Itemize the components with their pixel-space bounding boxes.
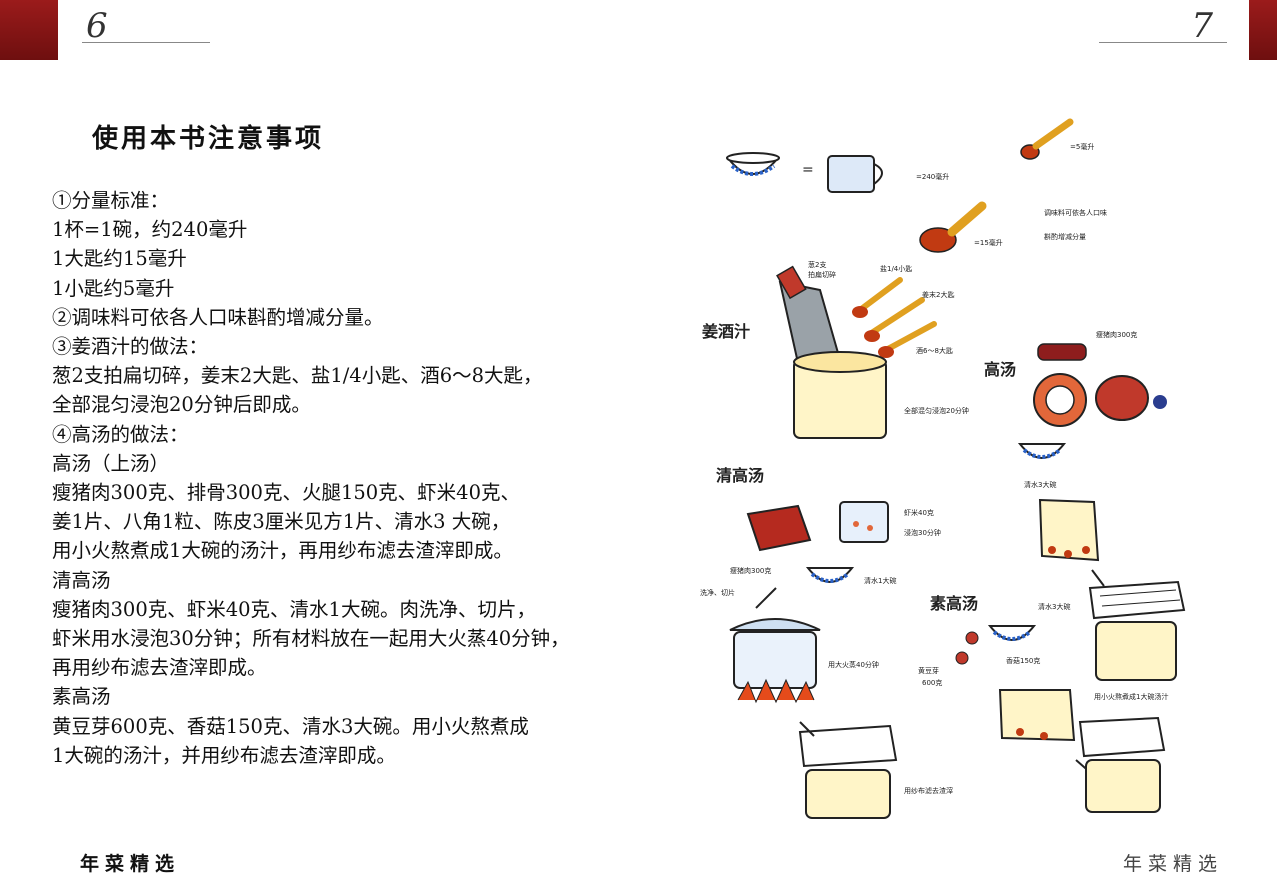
corner-tab bbox=[1249, 0, 1277, 60]
text-line: 清高汤 bbox=[52, 568, 111, 592]
tablespoon-measure-label: =15毫升 bbox=[974, 239, 1003, 247]
arrow-icon bbox=[799, 721, 815, 737]
text-line: ②调味料可依各人口味斟酌增减分量。 bbox=[52, 305, 384, 329]
clear-water-label: 清水1大碗 bbox=[864, 577, 897, 585]
text-line: ①分量标准： bbox=[52, 189, 170, 212]
shrimp-label: 虾米40克 bbox=[904, 509, 934, 517]
bowl-icon bbox=[987, 625, 1037, 641]
mushroom-label: 香菇150克 bbox=[1006, 657, 1041, 665]
footer-label: 年菜精选 bbox=[80, 853, 181, 875]
sprout-weight-label: 600克 bbox=[922, 679, 943, 687]
arrow-icon bbox=[755, 587, 777, 609]
slice-label: 洗净、切片 bbox=[700, 589, 735, 597]
cup-measure-label: =240毫升 bbox=[916, 173, 950, 181]
simmer-label: 用小火熬煮成1大碗汤汁 bbox=[1094, 693, 1169, 701]
section-title-stock: 高汤 bbox=[984, 360, 1017, 379]
ginger-label: 姜末2大匙 bbox=[922, 291, 955, 299]
scale-icon bbox=[1033, 343, 1087, 427]
strainer-pot-icon bbox=[1078, 716, 1166, 813]
steamer-icon bbox=[729, 618, 821, 704]
text-line: 1小匙约5毫升 bbox=[52, 276, 175, 300]
footer-label: 年菜精选 bbox=[1122, 853, 1223, 875]
text-line: 1杯=1碗，约240毫升 bbox=[52, 218, 248, 242]
text-line: 再用纱布滤去渣滓即成。 bbox=[52, 656, 267, 680]
salt-label: 盐1/4小匙 bbox=[880, 265, 913, 273]
seasoning-note: 斟酌增减分量 bbox=[1044, 233, 1086, 241]
pork-label: 瘦猪肉300克 bbox=[1096, 331, 1138, 339]
clear-pork-label: 瘦猪肉300克 bbox=[730, 567, 772, 575]
filter-label: 用纱布滤去渣滓 bbox=[904, 787, 953, 795]
veg-water-label: 清水3大碗 bbox=[1038, 603, 1071, 611]
text-line: 素高汤 bbox=[52, 685, 111, 709]
chop-label: 拍扁切碎 bbox=[808, 271, 836, 279]
sprout-label: 黄豆芽 bbox=[918, 667, 939, 675]
illustration-drawing: = bbox=[725, 118, 1186, 819]
text-line: 1大碗的汤汁，并用纱布滤去渣滓即成。 bbox=[52, 743, 396, 767]
text-line: 黄豆芽600克、香菇150克、清水3大碗。用小火熬煮成 bbox=[52, 714, 529, 738]
header-rule bbox=[82, 42, 210, 43]
left-page: 6 使用本书注意事项 ①分量标准： 1杯=1碗，约240毫升 1大匙约15毫升 … bbox=[0, 0, 638, 888]
text-line: 葱2支拍扁切碎，姜末2大匙、盐1/4小匙、酒6～8大匙， bbox=[52, 364, 543, 388]
text-line: 用小火熬煮成1大碗的汤汁，再用纱布滤去渣滓即成。 bbox=[52, 539, 513, 563]
strainer-pot-icon bbox=[798, 724, 898, 819]
teaspoon-measure-label: =5毫升 bbox=[1070, 143, 1095, 151]
measuring-cup-icon bbox=[827, 155, 883, 193]
mixing-pot-icon bbox=[793, 351, 887, 439]
text-line: ③姜酒汁的做法： bbox=[52, 335, 209, 359]
page-title: 使用本书注意事项 bbox=[92, 124, 325, 154]
teaspoon-icon bbox=[1020, 118, 1074, 160]
instructions-text: ①分量标准： 1杯=1碗，约240毫升 1大匙约15毫升 1小匙约5毫升 ②调味… bbox=[52, 186, 692, 770]
page-number: 6 bbox=[86, 6, 108, 46]
section-title-ginger-wine: 姜酒汁 bbox=[702, 322, 751, 341]
seasoning-note: 调味料可依各人口味 bbox=[1044, 209, 1107, 217]
svg-text:=: = bbox=[802, 162, 814, 178]
soak-time-label: 浸泡30分钟 bbox=[904, 529, 941, 537]
text-line: 姜1片、八角1粒、陈皮3厘米见方1片、清水3 大碗， bbox=[52, 510, 511, 534]
page-number: 7 bbox=[1191, 6, 1213, 46]
text-line: ④高汤的做法： bbox=[52, 422, 189, 446]
pot-icon bbox=[1038, 498, 1100, 562]
water-label: 清水3大碗 bbox=[1024, 481, 1057, 489]
text-line: 瘦猪肉300克、排骨300克、火腿150克、虾米40克、 bbox=[52, 481, 520, 505]
text-line: 瘦猪肉300克、虾米40克、清水1大碗。肉洗净、切片， bbox=[52, 597, 536, 621]
steam-label: 用大火蒸40分钟 bbox=[828, 661, 879, 669]
meat-slices-icon bbox=[746, 504, 812, 552]
text-line: 1大匙约15毫升 bbox=[52, 247, 187, 271]
section-title-clear-stock: 清高汤 bbox=[716, 466, 765, 485]
soak-label: 全部混匀浸泡20分钟 bbox=[904, 407, 969, 415]
mushroom-icon bbox=[955, 631, 979, 665]
text-line: 全部混匀浸泡20分钟后即成。 bbox=[52, 393, 311, 417]
bowl-icon bbox=[725, 152, 781, 176]
spoons-icon bbox=[852, 277, 937, 358]
bowl-icon bbox=[805, 567, 855, 583]
header-rule bbox=[1099, 42, 1227, 43]
text-line: 虾米用水浸泡30分钟；所有材料放在一起用大火蒸40分钟， bbox=[52, 627, 570, 651]
cooking-illustration: = bbox=[690, 110, 1250, 830]
corner-tab bbox=[0, 0, 58, 60]
bowl-icon bbox=[1017, 443, 1067, 459]
text-line: 高汤（上汤） bbox=[52, 451, 170, 475]
tablespoon-icon bbox=[919, 201, 987, 253]
scallion-label: 葱2支 bbox=[808, 261, 827, 269]
arrow-icon bbox=[1091, 569, 1105, 587]
pot-icon bbox=[998, 689, 1076, 742]
right-page: 7 年菜精选 bbox=[638, 0, 1277, 888]
section-title-veg-stock: 素高汤 bbox=[930, 594, 979, 613]
ham-icon bbox=[1095, 375, 1167, 421]
wine-label: 酒6～8大匙 bbox=[916, 347, 953, 355]
strainer-pot-icon bbox=[1088, 580, 1186, 681]
soaking-shrimp-icon bbox=[839, 501, 889, 543]
